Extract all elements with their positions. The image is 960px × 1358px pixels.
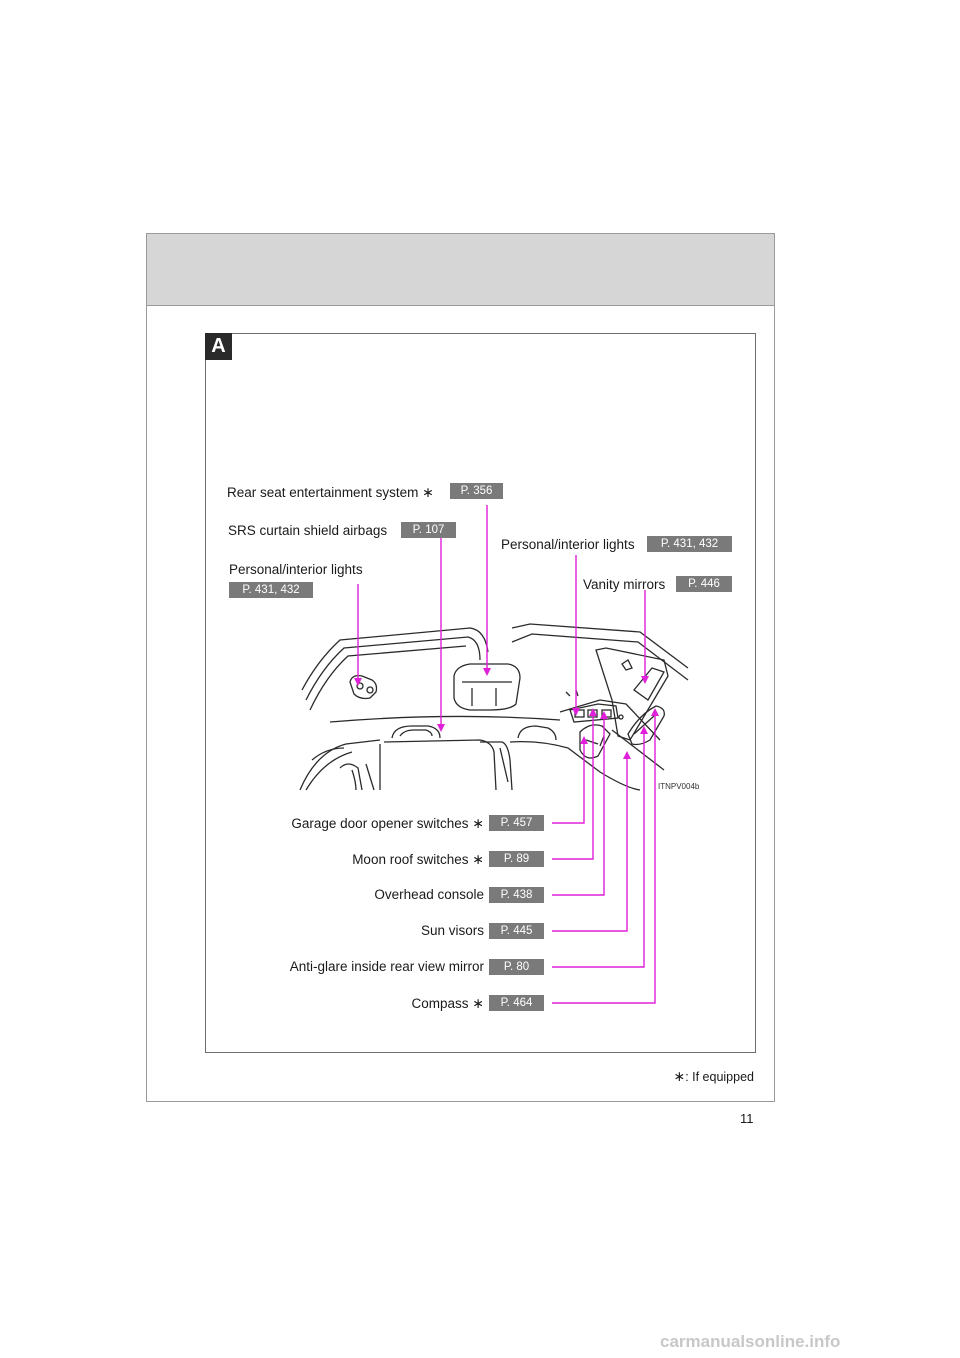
leader-arrowheads [354, 668, 659, 759]
watermark: carmanualsonline.info [660, 1332, 841, 1351]
ref-vanity-mirrors: P. 446 [676, 576, 732, 592]
ref-compass: P. 464 [489, 995, 544, 1011]
equipped-star: ∗ [472, 815, 484, 831]
label-text: Moon roof switches [352, 852, 469, 867]
label-text: Rear seat entertainment system [227, 485, 419, 500]
label-personal-lights-right: Personal/interior lights [501, 537, 635, 552]
label-compass: Compass ∗ [411, 994, 484, 1013]
figure-code: ITNPV004b [658, 782, 700, 791]
header-band [146, 233, 774, 306]
label-moon-roof: Moon roof switches ∗ [352, 850, 484, 869]
label-srs-curtain: SRS curtain shield airbags [228, 523, 388, 538]
label-rear-seat-entertainment: Rear seat entertainment system ∗ [227, 483, 434, 502]
label-vanity-mirrors: Vanity mirrors [583, 577, 666, 592]
ref-sun-visors: P. 445 [489, 923, 544, 939]
section-badge: A [205, 333, 232, 360]
ref-personal-lights-left: P. 431, 432 [229, 582, 313, 598]
label-garage-door: Garage door opener switches ∗ [291, 814, 484, 833]
label-personal-lights-left: Personal/interior lights [229, 562, 363, 577]
roof-line-drawing [299, 623, 689, 791]
page-frame [146, 233, 775, 1102]
label-text: Garage door opener switches [291, 816, 469, 831]
ref-anti-glare-mirror: P. 80 [489, 959, 544, 975]
ref-moon-roof: P. 89 [489, 851, 544, 867]
equipped-star: ∗ [673, 1068, 686, 1084]
ref-overhead-console: P. 438 [489, 887, 544, 903]
label-overhead-console: Overhead console [374, 887, 484, 902]
ref-rear-seat-entertainment: P. 356 [450, 483, 503, 499]
equipped-star: ∗ [422, 484, 434, 500]
label-anti-glare-mirror: Anti-glare inside rear view mirror [289, 959, 484, 974]
figure-box [205, 333, 756, 1053]
footnote-text: : If equipped [685, 1070, 754, 1084]
equipped-star: ∗ [472, 851, 484, 867]
equipped-star: ∗ [472, 995, 484, 1011]
ref-garage-door: P. 457 [489, 815, 544, 831]
label-sun-visors: Sun visors [420, 923, 484, 938]
ref-personal-lights-right: P. 431, 432 [647, 536, 732, 552]
footnote: ∗: If equipped [673, 1068, 754, 1085]
label-text: Compass [411, 996, 469, 1011]
page-number: 11 [740, 1111, 754, 1126]
leader-lines [357, 505, 656, 1004]
ref-srs-curtain: P. 107 [401, 522, 456, 538]
